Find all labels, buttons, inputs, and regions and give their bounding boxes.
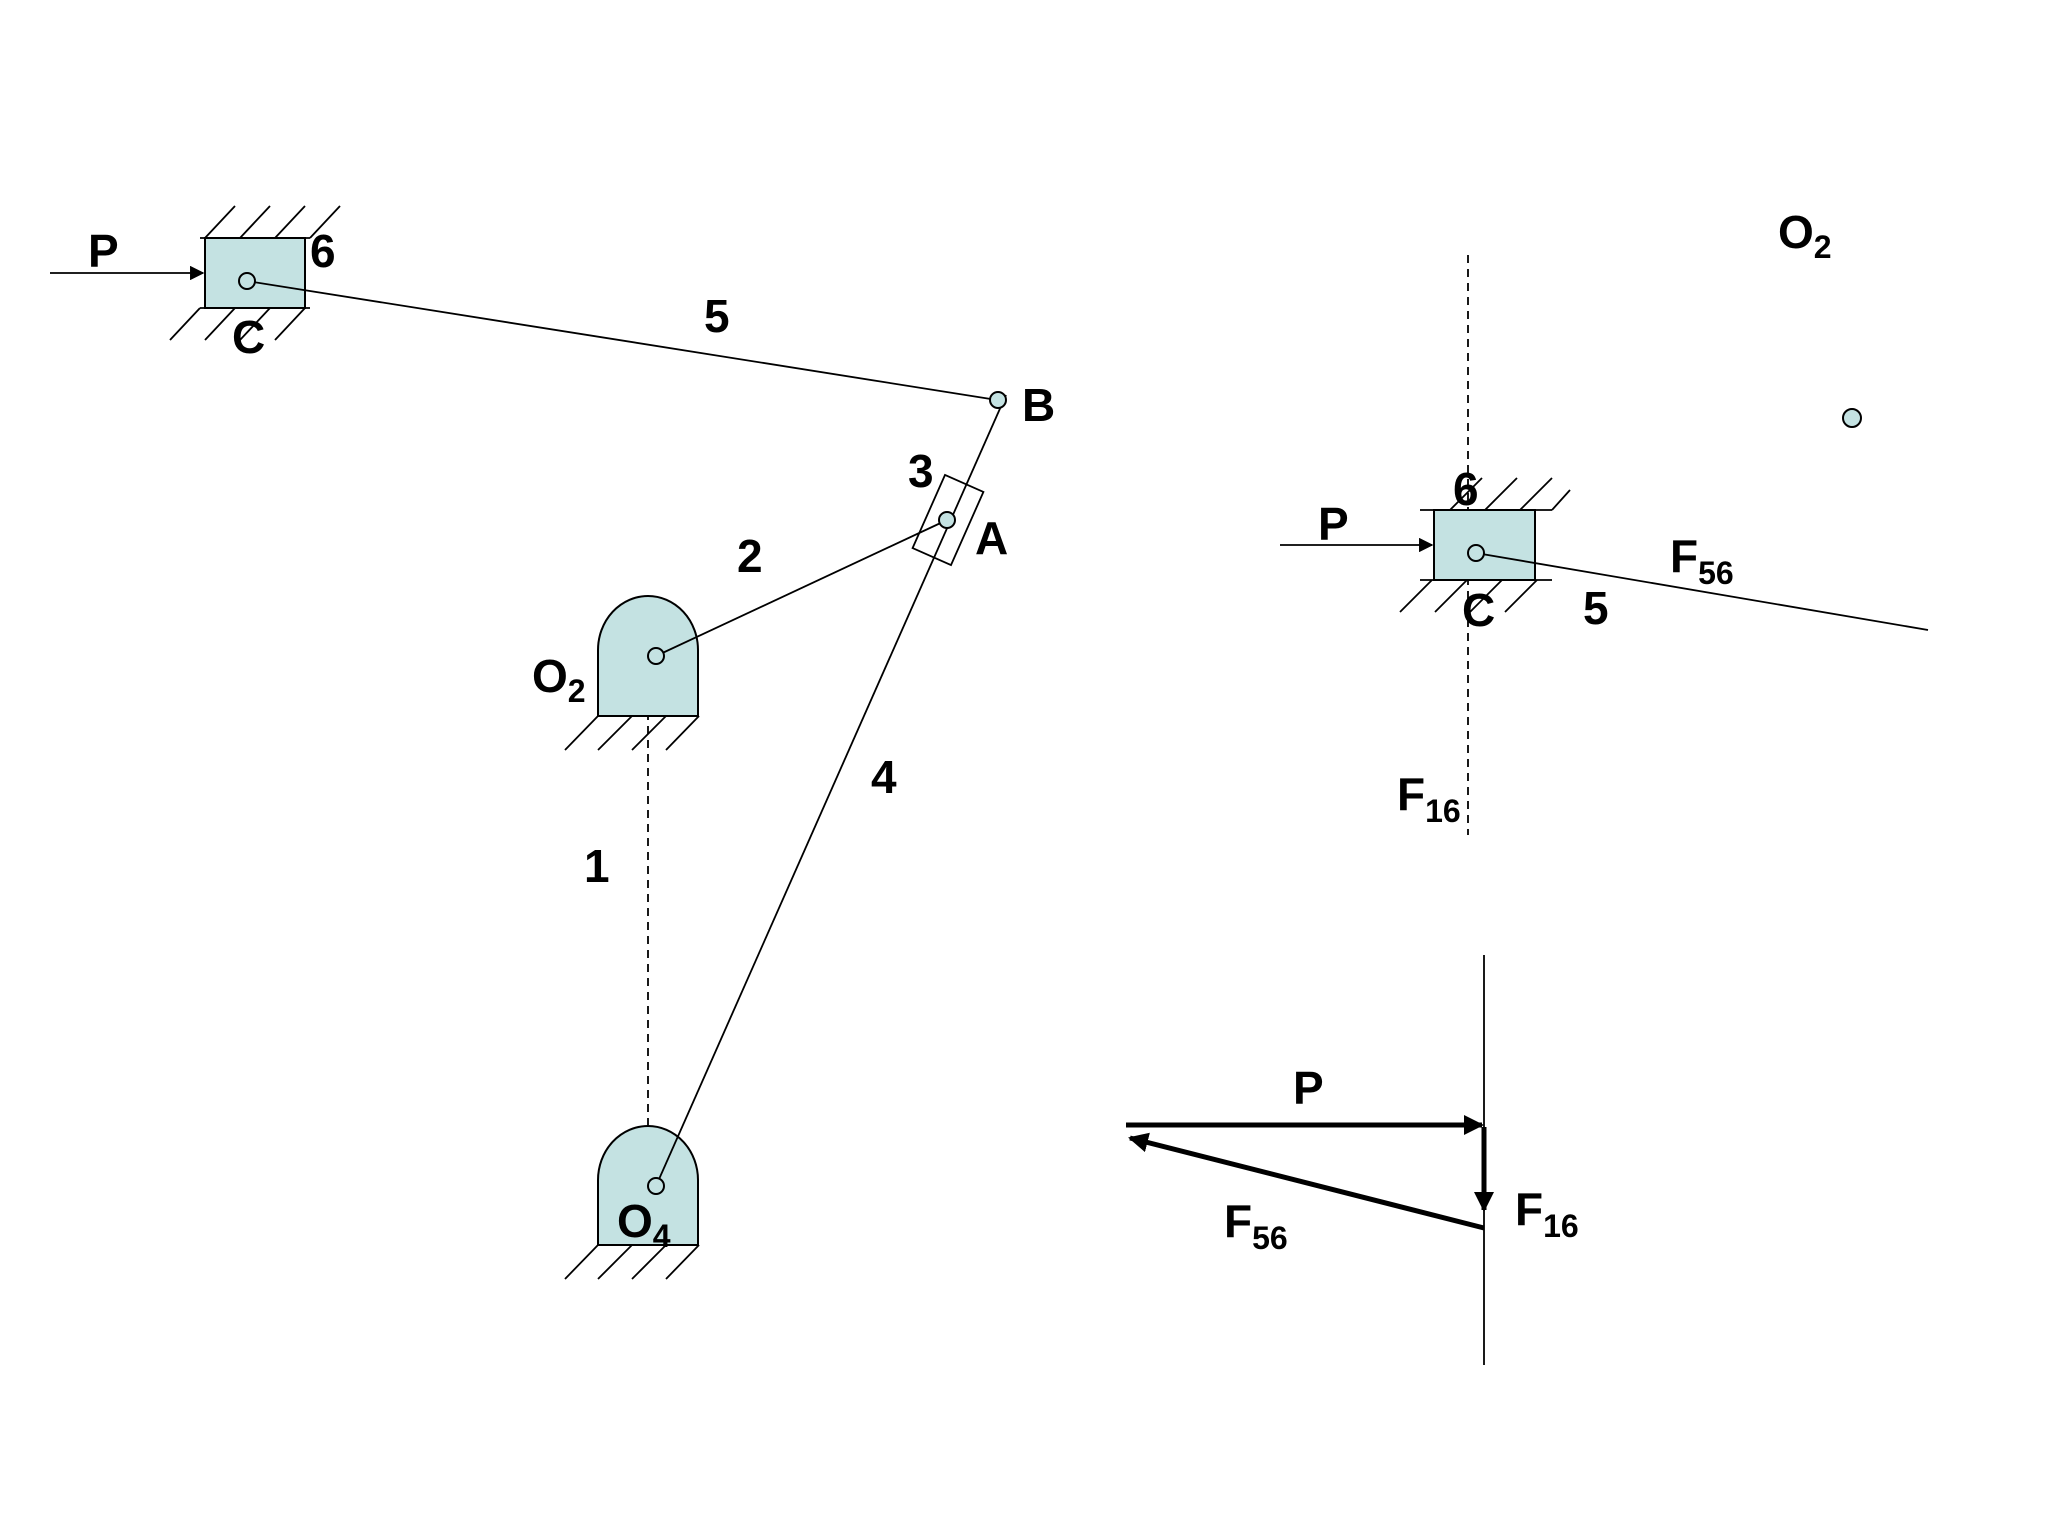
fbd-pin-c [1467, 544, 1485, 562]
link-6-label: 6 [310, 225, 336, 277]
fbd-link-5-label: 5 [1583, 582, 1609, 634]
point-o4-label: O4 [617, 1195, 671, 1254]
fbd-f16-label: F16 [1397, 768, 1461, 829]
pin-c [238, 272, 256, 290]
point-o2-label: O2 [532, 650, 586, 709]
force-polygon: P F56 F16 [1126, 955, 1579, 1365]
link-4-label: 4 [871, 751, 897, 803]
link-5-label: 5 [704, 290, 730, 342]
link-4 [655, 394, 1007, 1187]
pin-a [938, 511, 956, 529]
fbd-link-6-label: 6 [1453, 463, 1479, 515]
link-2-label: 2 [737, 530, 763, 582]
force-p-label: P [88, 225, 119, 277]
point-a-label: A [975, 512, 1008, 564]
link-5 [246, 280, 998, 401]
slider-block-6 [204, 237, 306, 309]
point-b-label: B [1022, 379, 1055, 431]
pin-o2 [647, 647, 665, 665]
link-1-label: 1 [584, 840, 610, 892]
polygon-f56-label: F56 [1224, 1195, 1288, 1256]
fbd-point-o2 [1842, 408, 1862, 428]
slider-block-3 [911, 473, 985, 567]
fbd-slider-block [1433, 509, 1536, 581]
fbd-force-p-label: P [1318, 498, 1349, 550]
link-2 [655, 519, 948, 657]
polygon-f16-label: F16 [1515, 1183, 1579, 1244]
polygon-p-label: P [1293, 1062, 1324, 1114]
f56-line-of-action [1475, 552, 1929, 631]
mechanism-diagram: P 6 C 5 B 3 A 2 O2 4 1 O4 [50, 205, 1055, 1280]
polygon-f56-vector [1128, 1132, 1485, 1231]
free-body-diagram: O2 6 P C 5 F56 F16 [1280, 206, 1929, 835]
pin-o4 [647, 1177, 665, 1195]
fbd-point-c-label: C [1462, 584, 1495, 636]
fbd-o2-label: O2 [1778, 206, 1832, 265]
point-c-label: C [232, 311, 265, 363]
link-3-label: 3 [908, 445, 934, 497]
pin-b [989, 391, 1007, 409]
fbd-f56-label: F56 [1670, 530, 1734, 591]
